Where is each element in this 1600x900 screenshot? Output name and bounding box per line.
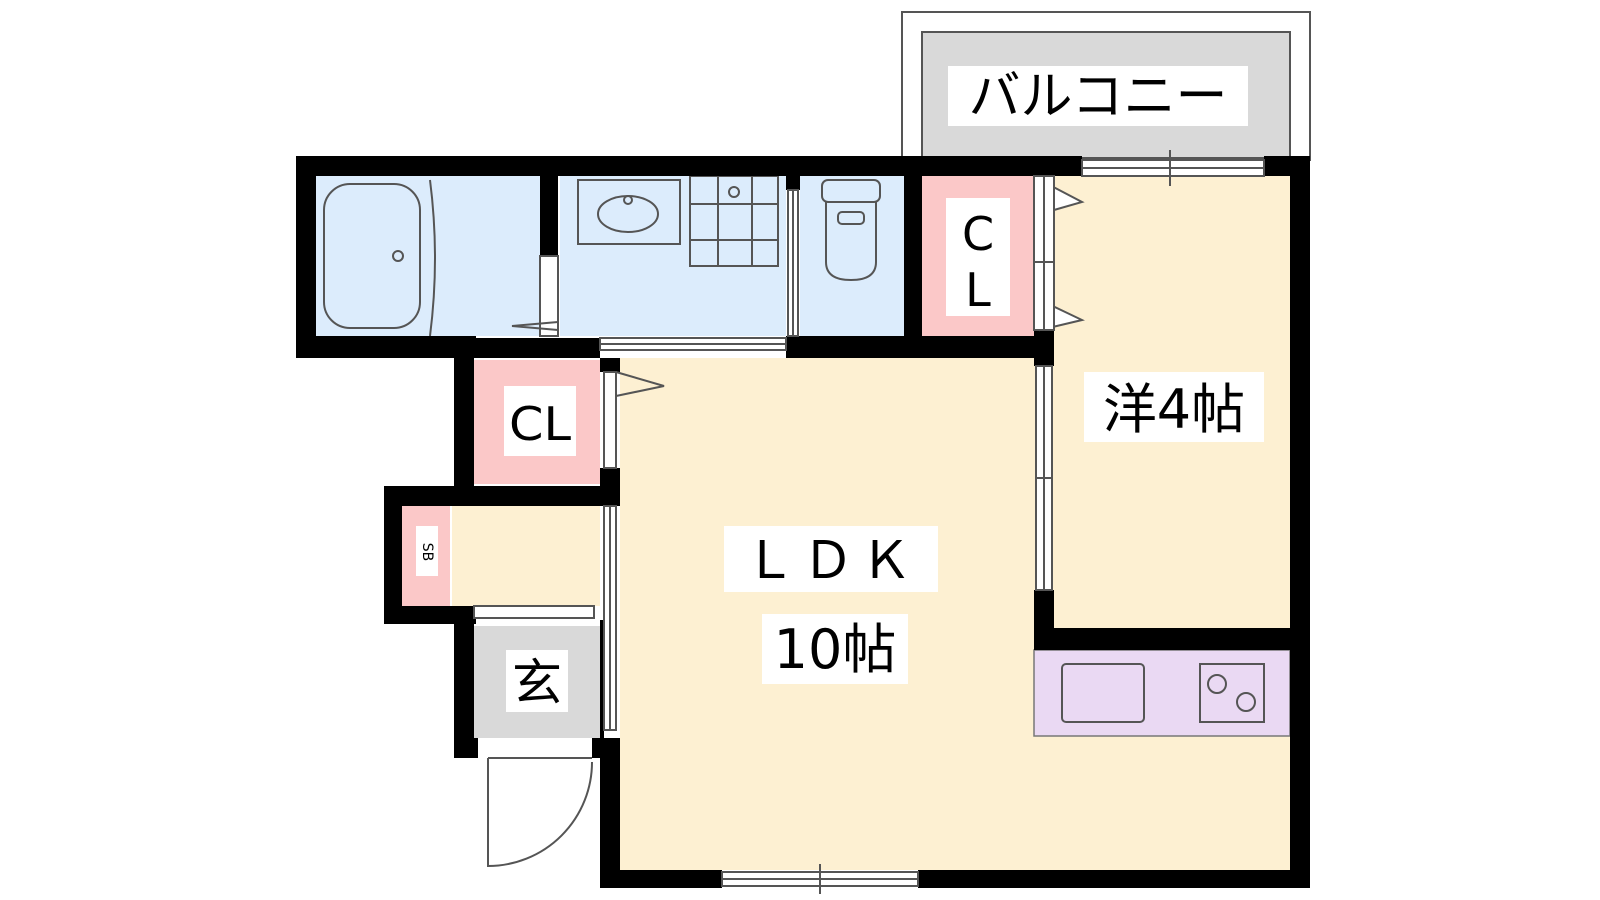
ldk-size-label: 10帖 [774, 618, 897, 681]
toilet-icon [821, 179, 881, 282]
washroom-floor [560, 176, 786, 336]
windows [473, 150, 1265, 894]
bathtub-icon [323, 179, 436, 337]
sink-icon [577, 179, 681, 245]
balcony: バルコニー [901, 11, 1311, 161]
closet-left-door [615, 371, 665, 397]
walls [296, 156, 1310, 888]
stove-icon [1199, 663, 1265, 723]
hall-floor [452, 506, 600, 606]
western-room-label: 洋4帖 [1103, 378, 1245, 441]
door-swings [487, 175, 1085, 868]
shoebox-label: SB [419, 543, 435, 562]
bath-door-swing [511, 321, 559, 331]
kitchen-sink-icon [1061, 663, 1145, 723]
bathroom-floor [316, 176, 540, 336]
labels: C L 洋4帖 CL SB 玄 ＬＤＫ 10帖 [416, 198, 1264, 712]
balcony-label: バルコニー [969, 67, 1228, 127]
entrance-door-swing [487, 758, 593, 868]
closet-left-label: CL [509, 397, 571, 451]
toilet-floor [800, 176, 904, 336]
ldk-floor-upper [620, 358, 1034, 648]
entrance-label: 玄 [512, 654, 562, 712]
bath-door [539, 255, 559, 337]
room-fills [316, 176, 1291, 870]
closet-upper-label-c: C [962, 207, 994, 261]
kitchen-counter [1033, 649, 1291, 737]
ldk-label: ＬＤＫ [744, 531, 918, 591]
closet-upper-label-l: L [965, 263, 991, 317]
